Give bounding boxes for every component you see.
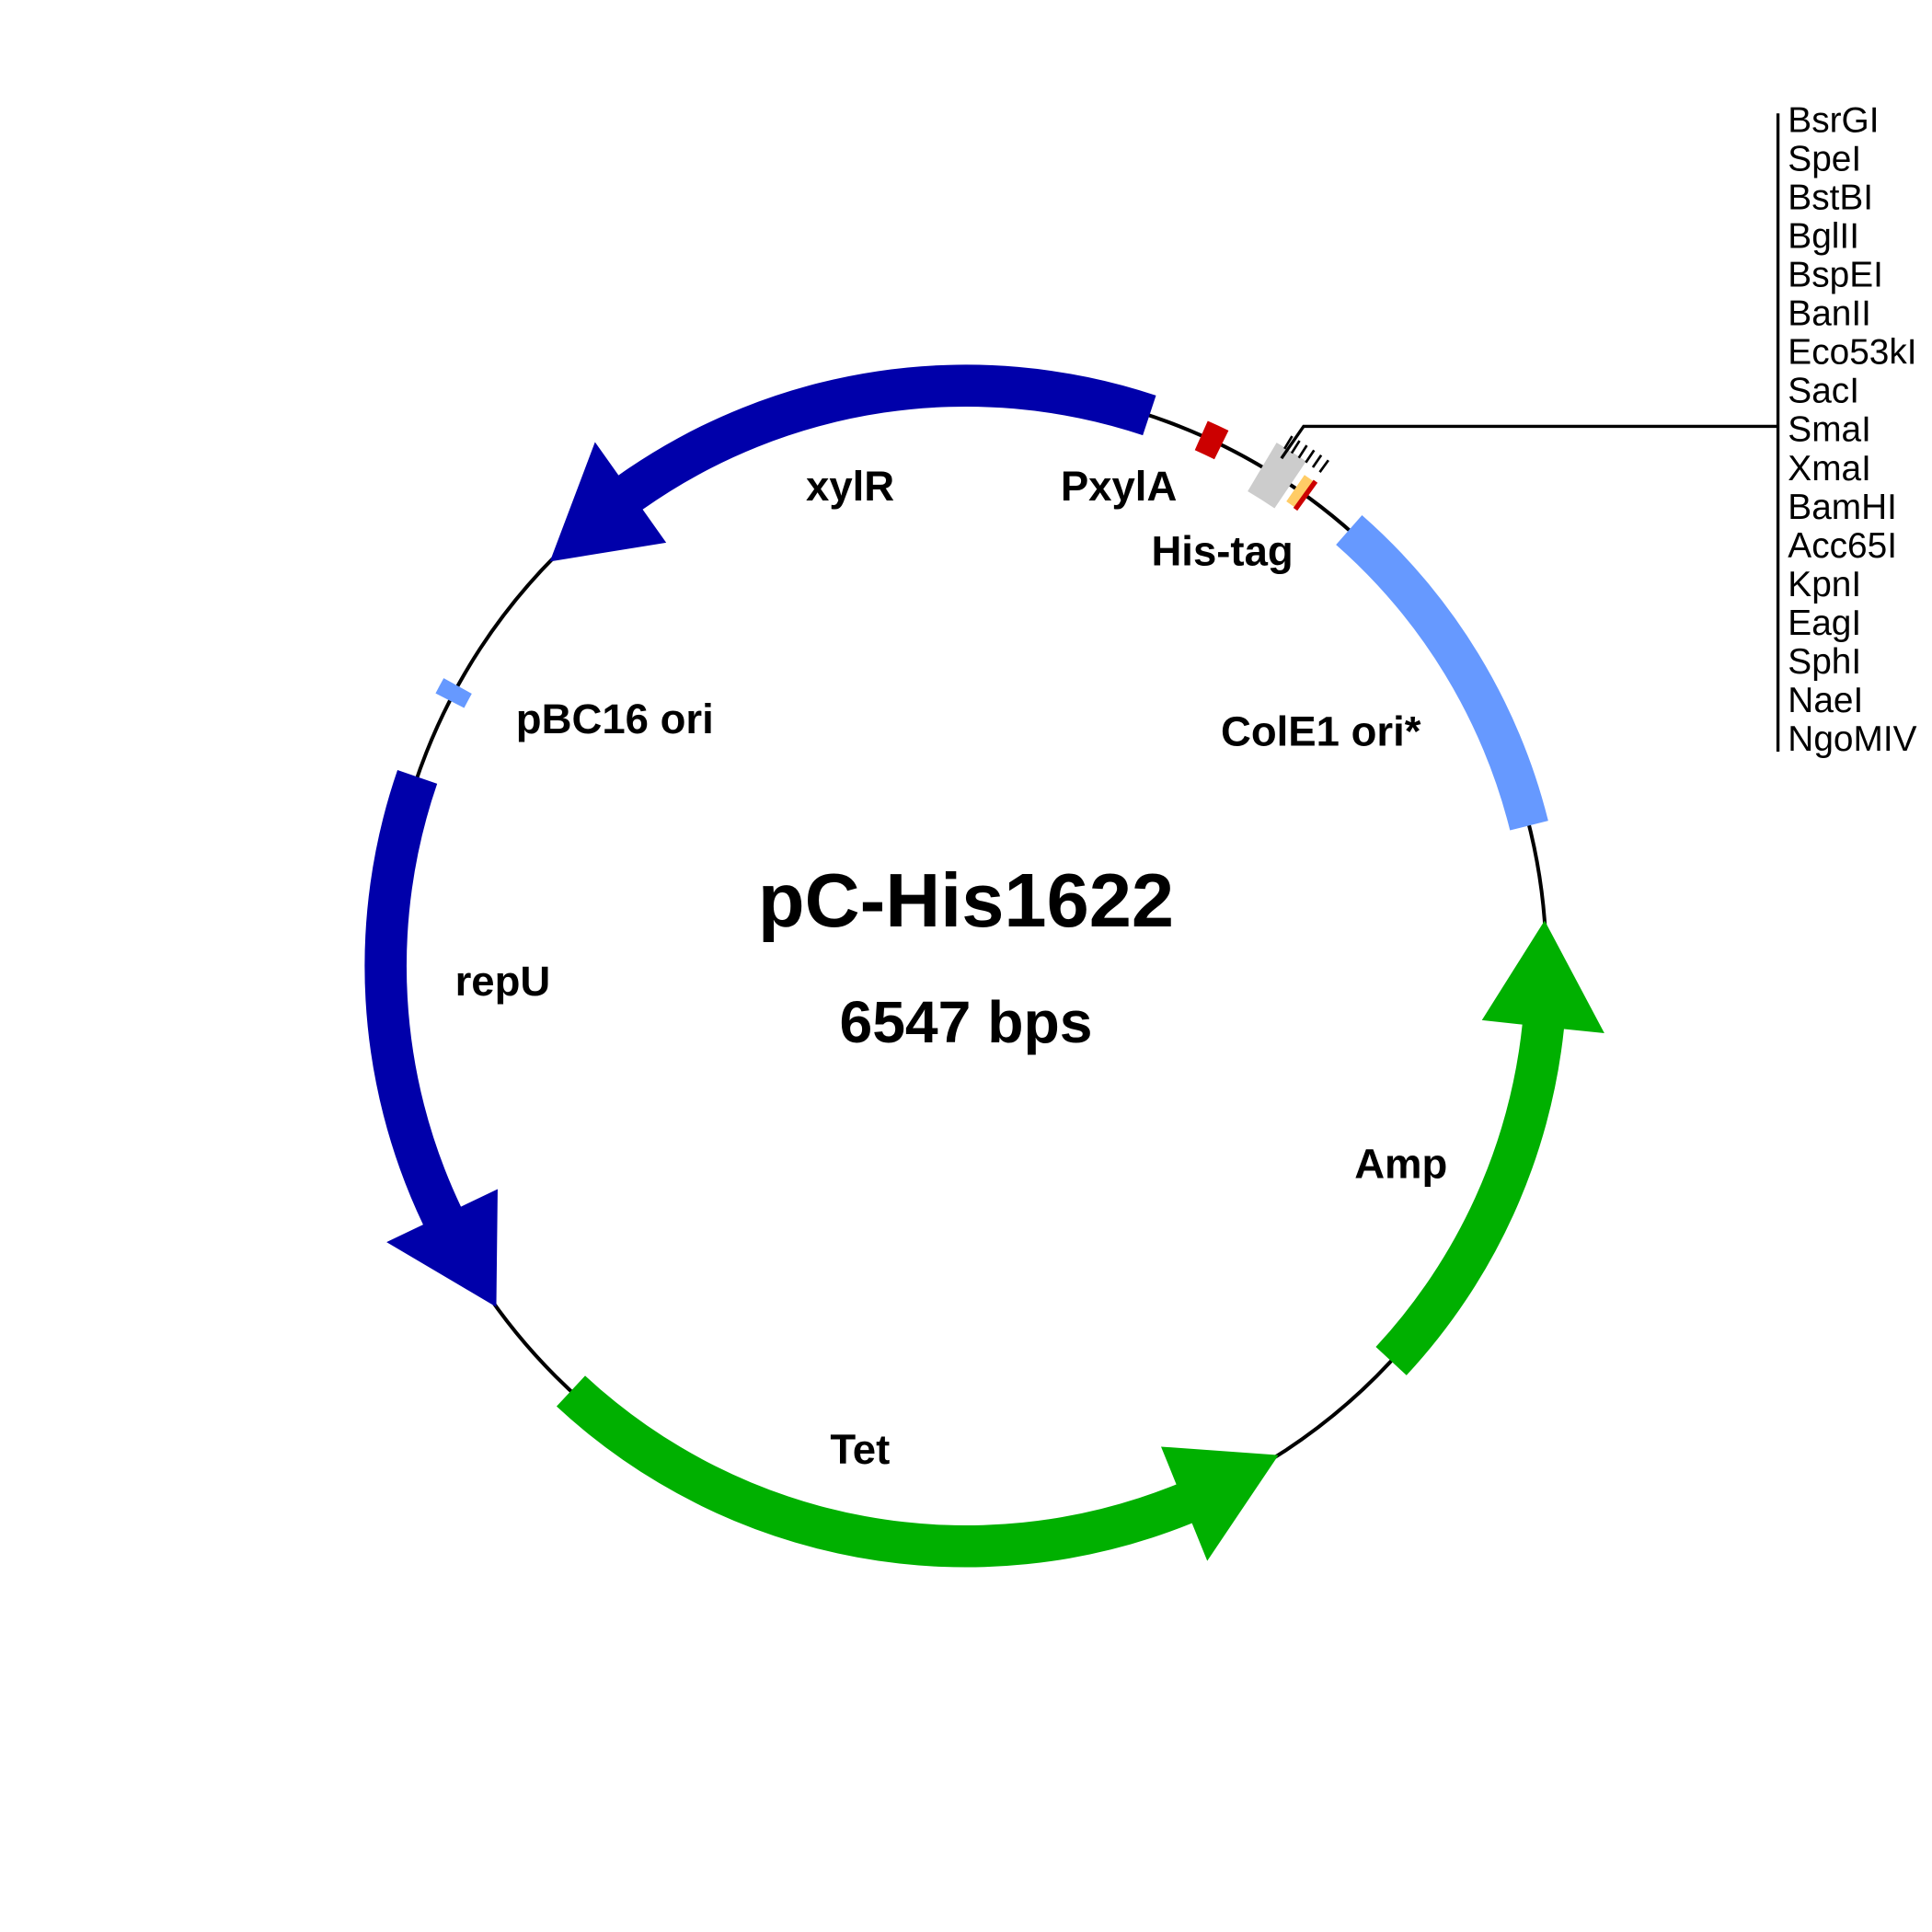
enzyme-label: XmaI xyxy=(1788,449,1871,489)
enzyme-label: SacI xyxy=(1788,372,1859,411)
plasmid-size: 6547 bps xyxy=(839,989,1092,1055)
feature-mcs-box[interactable] xyxy=(1248,443,1306,509)
label-repU: repU xyxy=(455,958,551,1005)
enzyme-label: Eco53kI xyxy=(1788,333,1916,373)
enzyme-label: NaeI xyxy=(1788,681,1863,720)
label-pbc16-ori: pBC16 ori xyxy=(516,696,714,742)
label-xylR: xylR xyxy=(806,463,894,510)
feature-xylr-arrow[interactable] xyxy=(549,364,1156,562)
feature-amp-arrow[interactable] xyxy=(1375,920,1604,1375)
label-tet: Tet xyxy=(830,1426,890,1473)
enzyme-connector-line xyxy=(1280,424,1778,460)
enzyme-label: BamHI xyxy=(1788,488,1897,527)
enzyme-label: BstBI xyxy=(1788,178,1873,217)
feature-his-tag-box[interactable] xyxy=(1286,475,1316,509)
enzyme-label: Acc65I xyxy=(1788,526,1897,566)
enzyme-label: NgoMIV xyxy=(1788,719,1916,759)
plasmid-name: pC-His1622 xyxy=(758,857,1174,943)
feature-pxyla-box[interactable] xyxy=(1194,420,1229,460)
feature-pbc16-ori-box[interactable] xyxy=(435,678,472,708)
enzyme-label: BspEI xyxy=(1788,256,1883,295)
label-his-tag: His-tag xyxy=(1151,528,1293,575)
enzyme-label: BsrGI xyxy=(1788,100,1879,140)
restriction-site-tick xyxy=(1318,459,1329,473)
enzyme-label: KpnI xyxy=(1788,565,1861,604)
enzyme-label: SmaI xyxy=(1788,410,1871,450)
restriction-site-tick xyxy=(1297,444,1308,459)
enzyme-label: SphI xyxy=(1788,642,1861,682)
restriction-site-tick xyxy=(1305,449,1316,464)
enzyme-label: BanII xyxy=(1788,294,1871,334)
label-amp: Amp xyxy=(1354,1140,1447,1187)
restriction-site-tick xyxy=(1311,454,1323,468)
feature-tet-arrow[interactable] xyxy=(556,1375,1279,1568)
restriction-site-tick xyxy=(1290,440,1301,454)
enzyme-label: BglII xyxy=(1788,216,1859,256)
label-cole1-ori: ColE1 ori* xyxy=(1221,707,1421,754)
enzyme-label: SpeI xyxy=(1788,139,1861,178)
label-PxylA: PxylA xyxy=(1061,463,1178,510)
his-tag-edge-mark xyxy=(1293,479,1318,512)
feature-repu-arrow[interactable] xyxy=(364,770,498,1307)
feature-cole1-ori-box[interactable] xyxy=(1336,514,1548,831)
enzyme-label: EagI xyxy=(1788,604,1861,643)
restriction-site-tick xyxy=(1283,435,1294,450)
